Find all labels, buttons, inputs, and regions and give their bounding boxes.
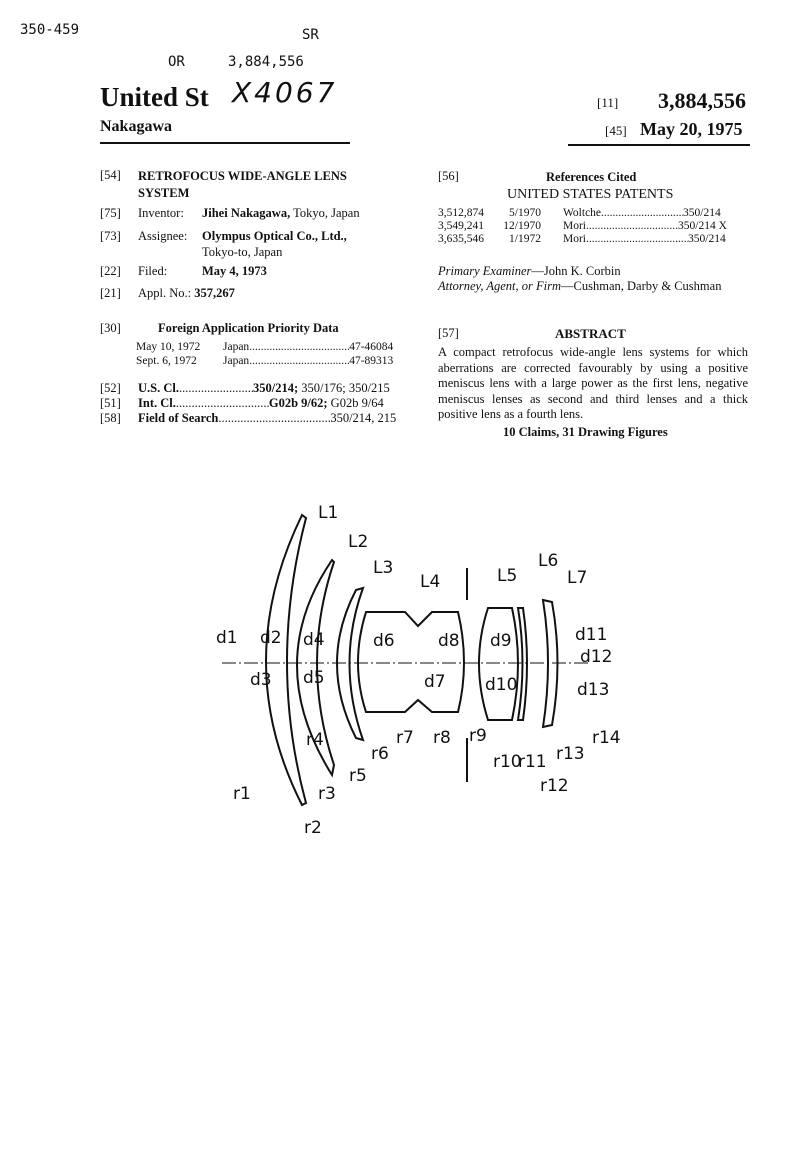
lens-l7 xyxy=(541,598,559,729)
abstract-tag: [57] xyxy=(438,326,459,340)
us-class-field: [52]U.S. Cl.............................… xyxy=(100,381,390,395)
figure-label-d11: d11 xyxy=(575,625,608,645)
figure-label-d12: d12 xyxy=(580,647,613,667)
figure-label-l2: L2 xyxy=(348,532,369,552)
figure-label-r6: r6 xyxy=(371,744,389,764)
figure-label-r7: r7 xyxy=(396,728,414,748)
or-number: 3,884,556 xyxy=(228,54,304,70)
figure-label-d6: d6 xyxy=(373,631,395,651)
refs-subtitle: UNITED STATES PATENTS xyxy=(507,187,674,202)
figure-label-d3: d3 xyxy=(250,670,272,690)
figure-label-d7: d7 xyxy=(424,672,446,692)
figure-label-r13: r13 xyxy=(556,744,585,764)
figure-label-d5: d5 xyxy=(303,668,325,688)
or-stamp: OR xyxy=(168,54,185,70)
patent-tag: [11] xyxy=(597,95,619,110)
title-field: [54]RETROFOCUS WIDE-ANGLE LENS SYSTEM xyxy=(100,168,347,200)
issue-date: May 20, 1975 xyxy=(640,119,743,139)
figure-label-d4: d4 xyxy=(303,630,325,650)
inventor-surname: Nakagawa xyxy=(100,118,173,135)
abstract-text: A compact retrofocus wide-angle lens sys… xyxy=(438,345,748,421)
assignee-field: [73]Assignee:Olympus Optical Co., Ltd.,T… xyxy=(100,229,347,259)
lens-l4 xyxy=(357,611,465,713)
figure-label-l1: L1 xyxy=(318,503,339,523)
sr-stamp: SR xyxy=(302,27,319,43)
lens-l1 xyxy=(265,513,308,807)
figure-label-r9: r9 xyxy=(469,726,487,746)
lens-l5 xyxy=(478,607,519,721)
filed-field: [22]Filed:May 4, 1973 xyxy=(100,264,267,278)
figure-label-l5: L5 xyxy=(497,566,518,586)
figure-label-l3: L3 xyxy=(373,558,394,578)
country-heading: United St xyxy=(100,82,209,112)
figure-label-r2: r2 xyxy=(304,818,322,838)
appl-field: [21]Appl. No.: 357,267 xyxy=(100,286,235,300)
handwritten-note: X4067 xyxy=(232,76,338,109)
int-class-field: [51]Int. Cl.............................… xyxy=(100,396,384,410)
figure-label-d1: d1 xyxy=(216,628,238,648)
figure-label-r5: r5 xyxy=(349,766,367,786)
figure-label-r1: r1 xyxy=(233,784,251,804)
figure-label-l6: L6 xyxy=(538,551,559,571)
lens-l2 xyxy=(296,558,336,778)
figure-label-r14: r14 xyxy=(592,728,621,748)
class-stamp: 350-459 xyxy=(20,22,80,38)
claims-count: 10 Claims, 31 Drawing Figures xyxy=(503,425,668,439)
patent-number: 3,884,556 xyxy=(658,88,746,113)
figure-label-r12: r12 xyxy=(540,776,569,796)
foreign-priority-heading: [30]Foreign Application Priority Data xyxy=(100,321,339,335)
figure-label-r8: r8 xyxy=(433,728,451,748)
refs-tag: [56] xyxy=(438,169,459,183)
figure-label-d9: d9 xyxy=(490,631,512,651)
date-tag: [45] xyxy=(605,123,627,138)
figure-label-d10: d10 xyxy=(485,675,518,695)
figure-label-d2: d2 xyxy=(260,628,282,648)
figure-label-r11: r11 xyxy=(518,752,547,772)
figure-label-d13: d13 xyxy=(577,680,610,700)
inventor-field: [75]Inventor:Jihei Nakagawa, Tokyo, Japa… xyxy=(100,206,360,220)
figure-label-r4: r4 xyxy=(306,730,324,750)
field-of-search: [58]Field of Search.....................… xyxy=(100,411,397,425)
figure-label-d8: d8 xyxy=(438,631,460,651)
lens-l3 xyxy=(336,586,365,742)
figure-label-r3: r3 xyxy=(318,784,336,804)
figure-label-l7: L7 xyxy=(567,568,588,588)
figure-label-r10: r10 xyxy=(493,752,522,772)
figure-label-l4: L4 xyxy=(420,572,441,592)
abstract-title: ABSTRACT xyxy=(555,326,626,341)
refs-title: References Cited xyxy=(546,170,637,184)
lens-l6 xyxy=(516,607,528,721)
